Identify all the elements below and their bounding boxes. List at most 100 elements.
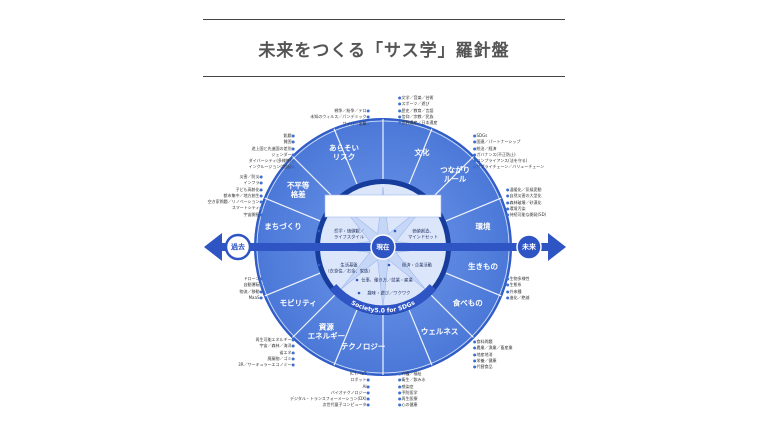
keyword-text: 森林破壊／砂漠化 <box>509 199 542 205</box>
bullet-icon: ● <box>366 377 371 383</box>
bullet-icon: ● <box>398 389 402 395</box>
sector-divider <box>292 156 336 200</box>
keyword-text: 災害／防災 <box>239 174 260 179</box>
keyword-text: スマートシティ <box>231 205 260 211</box>
bullet-icon: ● <box>291 139 296 145</box>
keyword-item: 途上国と先進国の差別● <box>249 145 296 152</box>
keyword-group-bottom-right: ●介護／福祉●衛生／飲み水●感染症●予防医学●再生医療●心の健康 <box>398 371 426 409</box>
keyword-text: 持続可能な開発(SD) <box>509 212 547 218</box>
keyword-text: 次世代量子コンピュータ <box>322 402 367 408</box>
keyword-item: 再生可能エネルギー● <box>238 337 296 343</box>
keyword-item: ●地産地消 <box>473 352 513 358</box>
keyword-item: ●森林破壊／砂漠化 <box>506 200 546 206</box>
keyword-text: 自然災害の大型化 <box>509 193 542 199</box>
bullet-icon: ● <box>473 345 477 351</box>
bullet-icon: ● <box>291 349 296 355</box>
sector-divider <box>430 294 474 338</box>
bullet-icon: ● <box>366 383 371 389</box>
bullet-icon: ● <box>473 158 477 164</box>
sector-label-tsunagari: ルール <box>444 174 467 183</box>
bullet-icon: ● <box>473 151 477 157</box>
bullet-icon: ● <box>291 145 296 151</box>
bullet-icon: ● <box>473 145 477 151</box>
bullet-icon: ● <box>398 107 402 113</box>
bullet-icon: ● <box>473 139 477 145</box>
keyword-group-right-upper: ●温暖化／気候変動●自然災害の大型化●森林破壊／砂漠化●環境汚染●持続可能な開発… <box>506 187 546 218</box>
keyword-item: インクルージョン(包括)● <box>249 164 295 170</box>
sector-label-tsunagari: つながり <box>440 164 470 174</box>
inner-dot-philosophy <box>317 229 321 233</box>
future-arrowhead <box>548 233 566 261</box>
future-label: 未来 <box>522 242 537 251</box>
keyword-item: 3R／サーキュラーエコノミー● <box>238 362 295 368</box>
keyword-item: ●自然災害の大型化 <box>506 193 546 199</box>
bullet-icon: ● <box>473 351 477 357</box>
keyword-item: 省エネ● <box>238 349 296 356</box>
keyword-item: 空き家問題／リノベーション● <box>208 199 263 205</box>
bullet-icon: ● <box>259 205 264 211</box>
sector-divider <box>430 156 474 200</box>
bullet-icon: ● <box>259 199 264 205</box>
sector-label-culture: 文化 <box>415 147 430 157</box>
keyword-item: 宇宙／森林／海洋● <box>238 343 296 349</box>
keyword-text: 再生医療 <box>401 396 418 402</box>
bullet-icon: ● <box>291 151 296 157</box>
keyword-text: 予防医学 <box>401 389 418 395</box>
keyword-text: 自動運転 <box>243 282 260 288</box>
past-arrowhead <box>204 233 222 261</box>
keyword-text: 生物多様性 <box>509 276 530 281</box>
keyword-text: 農業／漁業／畜産業 <box>476 345 513 351</box>
past-label: 過去 <box>230 242 245 251</box>
keyword-item: ドローン● <box>240 276 264 282</box>
keyword-text: デジタル・トランスフォーメーション(DX) <box>289 396 367 402</box>
keyword-text: 感染症 <box>401 383 414 389</box>
bullet-icon: ● <box>506 282 510 288</box>
inner-label-philosophy: ライフスタイル <box>334 234 365 241</box>
keyword-group-left-lower: ドローン●自動運転●物流／移動●MaaS● <box>240 276 264 301</box>
sector-label-inequality: 格差 <box>291 189 306 199</box>
keyword-item: ●予防医学 <box>398 390 426 396</box>
bullet-icon: ● <box>259 276 264 281</box>
keyword-item: MaaS● <box>240 295 263 301</box>
inner-label-hobby: 趣味・遊び／ワクワク <box>368 290 411 297</box>
keyword-item: ●代替食品 <box>473 364 513 370</box>
bullet-icon: ● <box>259 288 264 294</box>
keyword-item: ●世界遺産／日本遺産 <box>398 120 438 126</box>
keyword-item: ●感染症 <box>398 384 426 390</box>
inner-dot-business <box>387 263 391 267</box>
keyword-item: 廃棄物／ゴミ● <box>238 355 296 362</box>
bullet-icon: ● <box>398 371 402 376</box>
bullet-icon: ● <box>291 158 296 164</box>
keyword-text: 統治／経済 <box>476 145 497 151</box>
bullet-icon: ● <box>366 402 371 408</box>
keyword-item: 災害／防災● <box>208 174 264 180</box>
inner-label-business: 経済・企業活動 <box>402 262 433 269</box>
keyword-text: 戦争／紛争／テロ <box>334 108 367 113</box>
sector-divider <box>264 197 321 222</box>
keyword-text: 廃棄物／ゴミ <box>267 355 292 361</box>
keyword-item: ●歴史／教育／言語 <box>398 108 438 114</box>
keyword-text: 3R／サーキュラーエコノミー <box>238 362 292 368</box>
bullet-icon: ● <box>398 402 402 408</box>
sector-label-conflict: リスク <box>333 151 356 161</box>
bullet-icon: ● <box>398 95 402 100</box>
sector-label-conflict: あらそい <box>329 143 359 152</box>
keyword-text: 飢餓 <box>283 133 292 138</box>
bullet-icon: ● <box>506 199 510 205</box>
keyword-item: 物流／移動● <box>240 289 264 295</box>
keyword-text: 省エネ <box>279 349 292 355</box>
bullet-icon: ● <box>259 282 264 288</box>
keyword-text: 子ども高齢化 <box>235 186 260 192</box>
keyword-item: 都市集中／地方創生● <box>208 192 264 199</box>
bullet-icon: ● <box>366 108 371 113</box>
bullet-icon: ● <box>506 205 510 211</box>
keyword-item: ロボット● <box>290 377 371 383</box>
keyword-item: ●栄養／健康 <box>473 358 513 364</box>
bullet-icon: ● <box>259 186 264 192</box>
bullet-icon: ● <box>506 212 510 218</box>
bullet-icon: ● <box>259 192 264 198</box>
keyword-text: インフラ <box>243 180 260 186</box>
inner-label-economy: （衣食住／お金、家族） <box>325 268 372 275</box>
blank-panel <box>324 194 442 218</box>
